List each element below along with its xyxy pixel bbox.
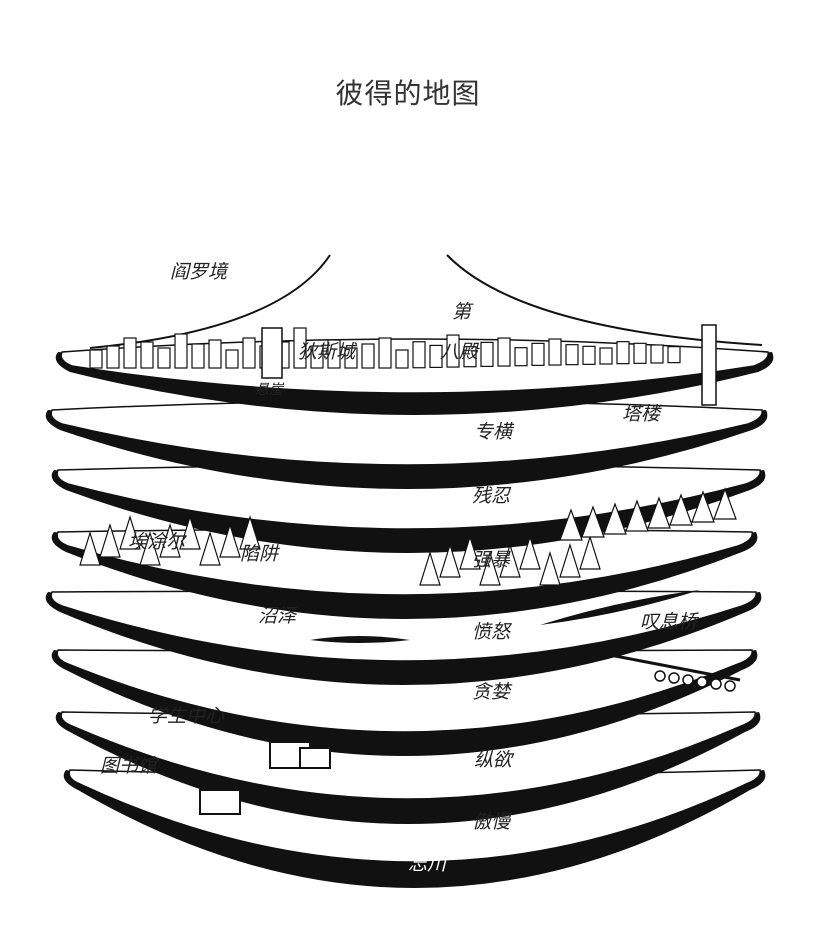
label-eighth-hall-1: 第 (452, 301, 474, 323)
mountain-icon (199, 530, 221, 566)
mountain-icon (625, 499, 649, 532)
mountain-icon (179, 514, 201, 550)
swamp-marsh (310, 636, 410, 643)
city-building (140, 341, 154, 369)
bridge-icon (609, 653, 741, 682)
city-building (412, 341, 426, 369)
mountain-icon (539, 550, 561, 586)
bridge-arch (668, 672, 680, 684)
mountain-icon (419, 550, 441, 586)
city-building (429, 344, 443, 368)
city-building (599, 347, 613, 365)
bridge-arch (724, 680, 736, 692)
mountain-icon (579, 534, 601, 570)
mountain-icon (519, 534, 541, 570)
tower-icon (701, 324, 717, 406)
label-yanluo: 阎罗境 (170, 261, 229, 283)
mountain-icon (479, 550, 501, 586)
mountain-icon (219, 522, 241, 558)
label-cruelty: 残忍 (472, 485, 512, 507)
label-swamp: 沼泽 (258, 605, 298, 627)
label-dis: 狄斯城 (298, 341, 358, 363)
city-building (293, 327, 307, 369)
city-building (548, 338, 562, 366)
library-building-icon (199, 789, 241, 815)
mountain-icon (79, 530, 101, 566)
label-tyranny: 专横 (474, 421, 515, 443)
city-building (395, 349, 409, 369)
mountain-icon (139, 530, 161, 566)
mountain-icon (581, 505, 605, 538)
mountain-icon (99, 522, 121, 558)
city-building (208, 339, 222, 369)
label-trap: 陷阱 (240, 543, 280, 565)
city-building (361, 343, 375, 369)
bridge-arch (654, 670, 666, 682)
city-building (344, 347, 358, 369)
bridge-arch (696, 676, 708, 688)
label-pride: 傲慢 (472, 811, 512, 833)
city-building (497, 337, 511, 367)
city-building (123, 337, 137, 369)
mountain-icon (713, 487, 737, 520)
mountain-icon (159, 522, 181, 558)
mountain-icon (499, 542, 521, 578)
label-ai: 埃涂尔 (128, 531, 188, 553)
mountain-icon (119, 514, 141, 550)
city-building (650, 344, 664, 364)
label-library: 图书馆 (100, 755, 160, 777)
city-building (565, 344, 579, 366)
city-building (157, 347, 171, 369)
city-building (106, 345, 120, 369)
city-building (446, 334, 460, 368)
city-building (463, 346, 477, 368)
city-building (480, 341, 494, 367)
label-eighth-hall-2: 八殿 (440, 341, 480, 363)
bridge-arch (682, 674, 694, 686)
city-building (633, 342, 647, 364)
label-greed: 贪婪 (472, 681, 513, 703)
city-building (174, 333, 188, 369)
label-lust: 纵欲 (474, 749, 515, 771)
mountain-icon (647, 496, 671, 529)
mountain-icon (559, 508, 583, 541)
label-violence: 强暴 (472, 549, 511, 571)
label-wrath: 愤怒 (472, 621, 513, 643)
mountain-icon (603, 502, 627, 535)
city-building (514, 347, 528, 367)
swamp-marsh (540, 590, 700, 625)
city-building (242, 337, 256, 369)
city-building (225, 349, 239, 369)
label-bridge: 叹息桥 (640, 611, 699, 633)
mountain-icon (239, 514, 261, 550)
mountain-icon (669, 493, 693, 526)
city-building (667, 346, 681, 364)
mountain-icon (559, 542, 581, 578)
city-building (89, 349, 103, 369)
label-tower: 塔楼 (622, 403, 662, 425)
student-center-building-icon (299, 747, 331, 769)
city-building (191, 343, 205, 369)
mountain-icon (439, 542, 461, 578)
mountain-icon (459, 534, 481, 570)
label-lethe: 忘川 (408, 853, 448, 875)
city-building (310, 345, 324, 369)
city-building (616, 341, 630, 365)
label-student-center: 学生中心 (148, 705, 225, 727)
city-building (531, 342, 545, 366)
city-building (582, 345, 596, 365)
city-building (378, 337, 392, 369)
bridge-arch (710, 678, 722, 690)
label-cliff: 悬崖 (255, 382, 285, 398)
map-title: 彼得的地图 (335, 77, 481, 110)
city-building (327, 339, 341, 369)
mountain-icon (691, 490, 715, 523)
city-gate-tower (261, 327, 283, 379)
